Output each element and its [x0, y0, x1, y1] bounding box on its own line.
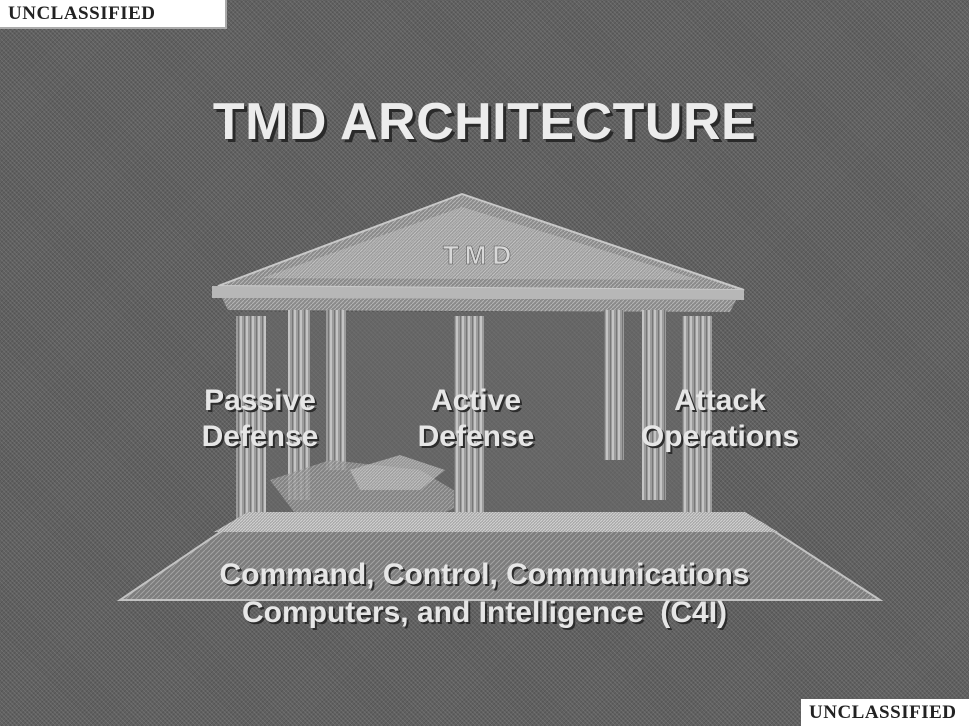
pillar-label-attack-operations: Attack Operations [620, 383, 820, 455]
temple-entablature [212, 286, 744, 300]
pillar-label-line1: Active [430, 384, 522, 417]
pillar-label-line1: Attack [674, 384, 766, 417]
rubble [350, 455, 445, 490]
pediment-text: TMD [443, 240, 517, 270]
column [326, 310, 346, 470]
slide-title: TMD ARCHITECTURE [212, 93, 757, 151]
column [454, 316, 484, 528]
column [682, 316, 712, 522]
column [288, 310, 310, 500]
temple-foundation-top [214, 512, 778, 532]
pillar-label-active-defense: Active Defense [396, 383, 556, 455]
foundation-label-line2: Computers, and Intelligence (C4I) [241, 596, 728, 629]
temple-pediment-inner [262, 207, 700, 280]
pillar-label-line2: Defense [417, 420, 535, 453]
foundation-label-line1: Command, Control, Communications [219, 558, 750, 591]
pillar-label-passive-defense: Passive Defense [180, 383, 340, 455]
column [236, 316, 266, 528]
temple-architrave [222, 298, 736, 312]
classification-banner-bottom: UNCLASSIFIED [801, 699, 969, 726]
pillar-label-line2: Defense [201, 420, 319, 453]
classification-banner-top: UNCLASSIFIED [0, 0, 227, 29]
pillar-label-line2: Operations [640, 420, 800, 453]
pillar-label-line1: Passive [204, 384, 316, 417]
column [604, 310, 624, 460]
foundation-label: Command, Control, Communications Compute… [0, 556, 969, 632]
column [642, 310, 666, 500]
